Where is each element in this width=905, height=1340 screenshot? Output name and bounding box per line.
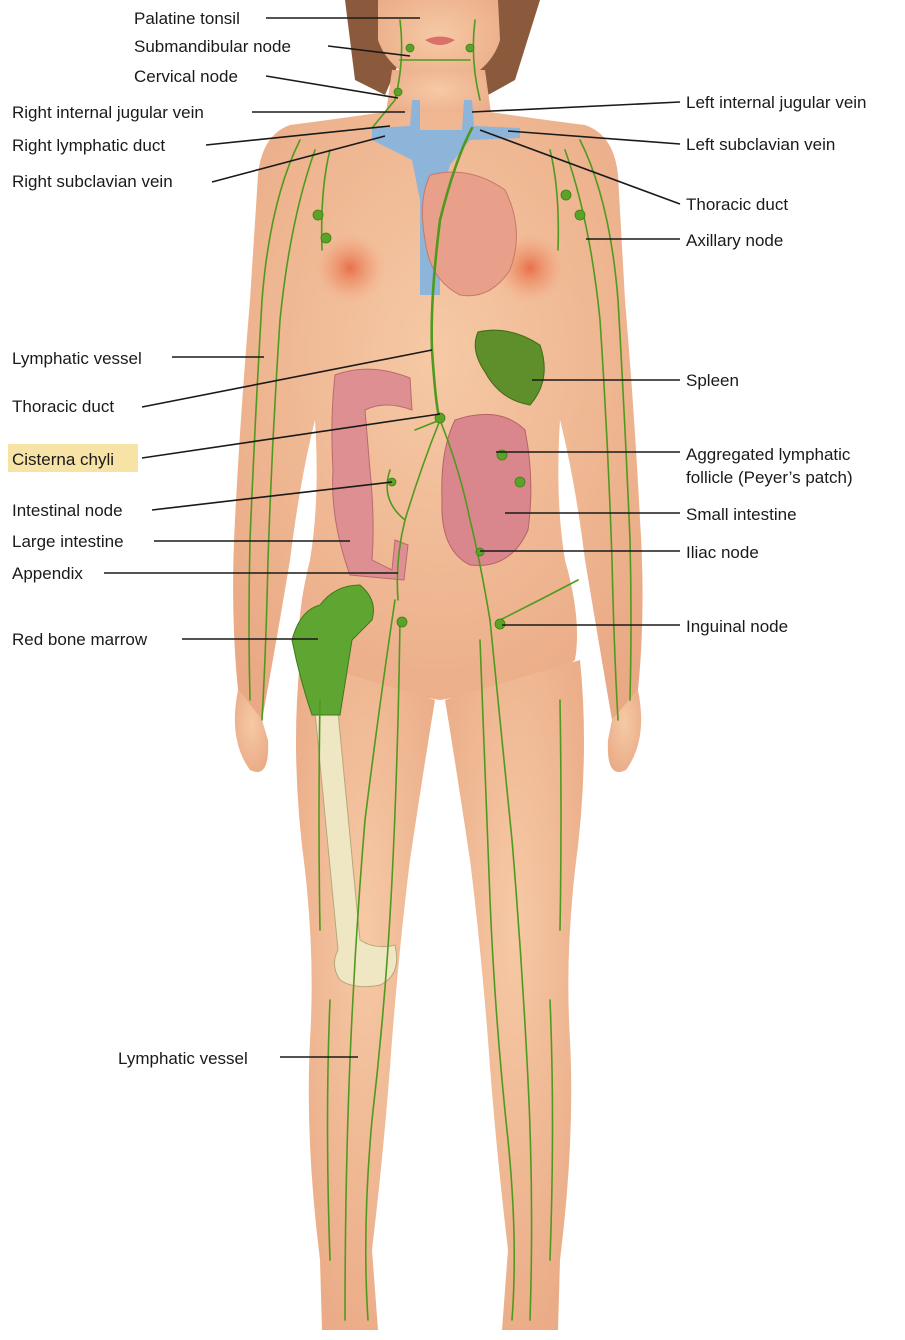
cervical-node <box>394 88 402 96</box>
axillary-node-left-2 <box>575 210 585 220</box>
label-submandibular-node: Submandibular node <box>134 37 291 56</box>
label-cervical-node: Cervical node <box>134 67 238 86</box>
label-large-intestine: Large intestine <box>12 532 124 551</box>
label-iliac-node: Iliac node <box>686 543 759 562</box>
aggregated-follicle-node-2 <box>515 477 525 487</box>
label-spleen: Spleen <box>686 371 739 390</box>
submandibular-node-left <box>466 44 474 52</box>
label-intestinal-node: Intestinal node <box>12 501 123 520</box>
inguinal-node-2 <box>397 617 407 627</box>
axillary-node-right-1 <box>313 210 323 220</box>
leader-left-internal-jugular <box>472 102 680 112</box>
label-red-bone-marrow: Red bone marrow <box>12 630 148 649</box>
axillary-node-right-2 <box>321 233 331 243</box>
label-left-subclavian-vein: Left subclavian vein <box>686 135 835 154</box>
label-lymphatic-vessel-arm: Lymphatic vessel <box>12 349 142 368</box>
label-small-intestine: Small intestine <box>686 505 797 524</box>
label-lymphatic-vessel-leg: Lymphatic vessel <box>118 1049 248 1068</box>
label-palatine-tonsil: Palatine tonsil <box>134 9 240 28</box>
axillary-node-left-1 <box>561 190 571 200</box>
submandibular-node <box>406 44 414 52</box>
label-appendix: Appendix <box>12 564 83 583</box>
label-left-internal-jugular-vein: Left internal jugular vein <box>686 93 867 112</box>
label-aggregated-follicle-line1: Aggregated lymphatic <box>686 445 851 464</box>
label-right-subclavian-vein: Right subclavian vein <box>12 172 173 191</box>
label-cisterna-chyli: Cisterna chyli <box>12 450 114 469</box>
label-right-internal-jugular-vein: Right internal jugular vein <box>12 103 204 122</box>
inguinal-node <box>495 619 505 629</box>
label-thoracic-duct-right: Thoracic duct <box>686 195 788 214</box>
iliac-node <box>476 548 484 556</box>
label-inguinal-node: Inguinal node <box>686 617 788 636</box>
label-right-lymphatic-duct: Right lymphatic duct <box>12 136 165 155</box>
small-intestine <box>442 414 531 565</box>
label-axillary-node: Axillary node <box>686 231 783 250</box>
label-aggregated-follicle-line2: follicle (Peyer’s patch) <box>686 468 853 487</box>
label-thoracic-duct-left: Thoracic duct <box>12 397 114 416</box>
